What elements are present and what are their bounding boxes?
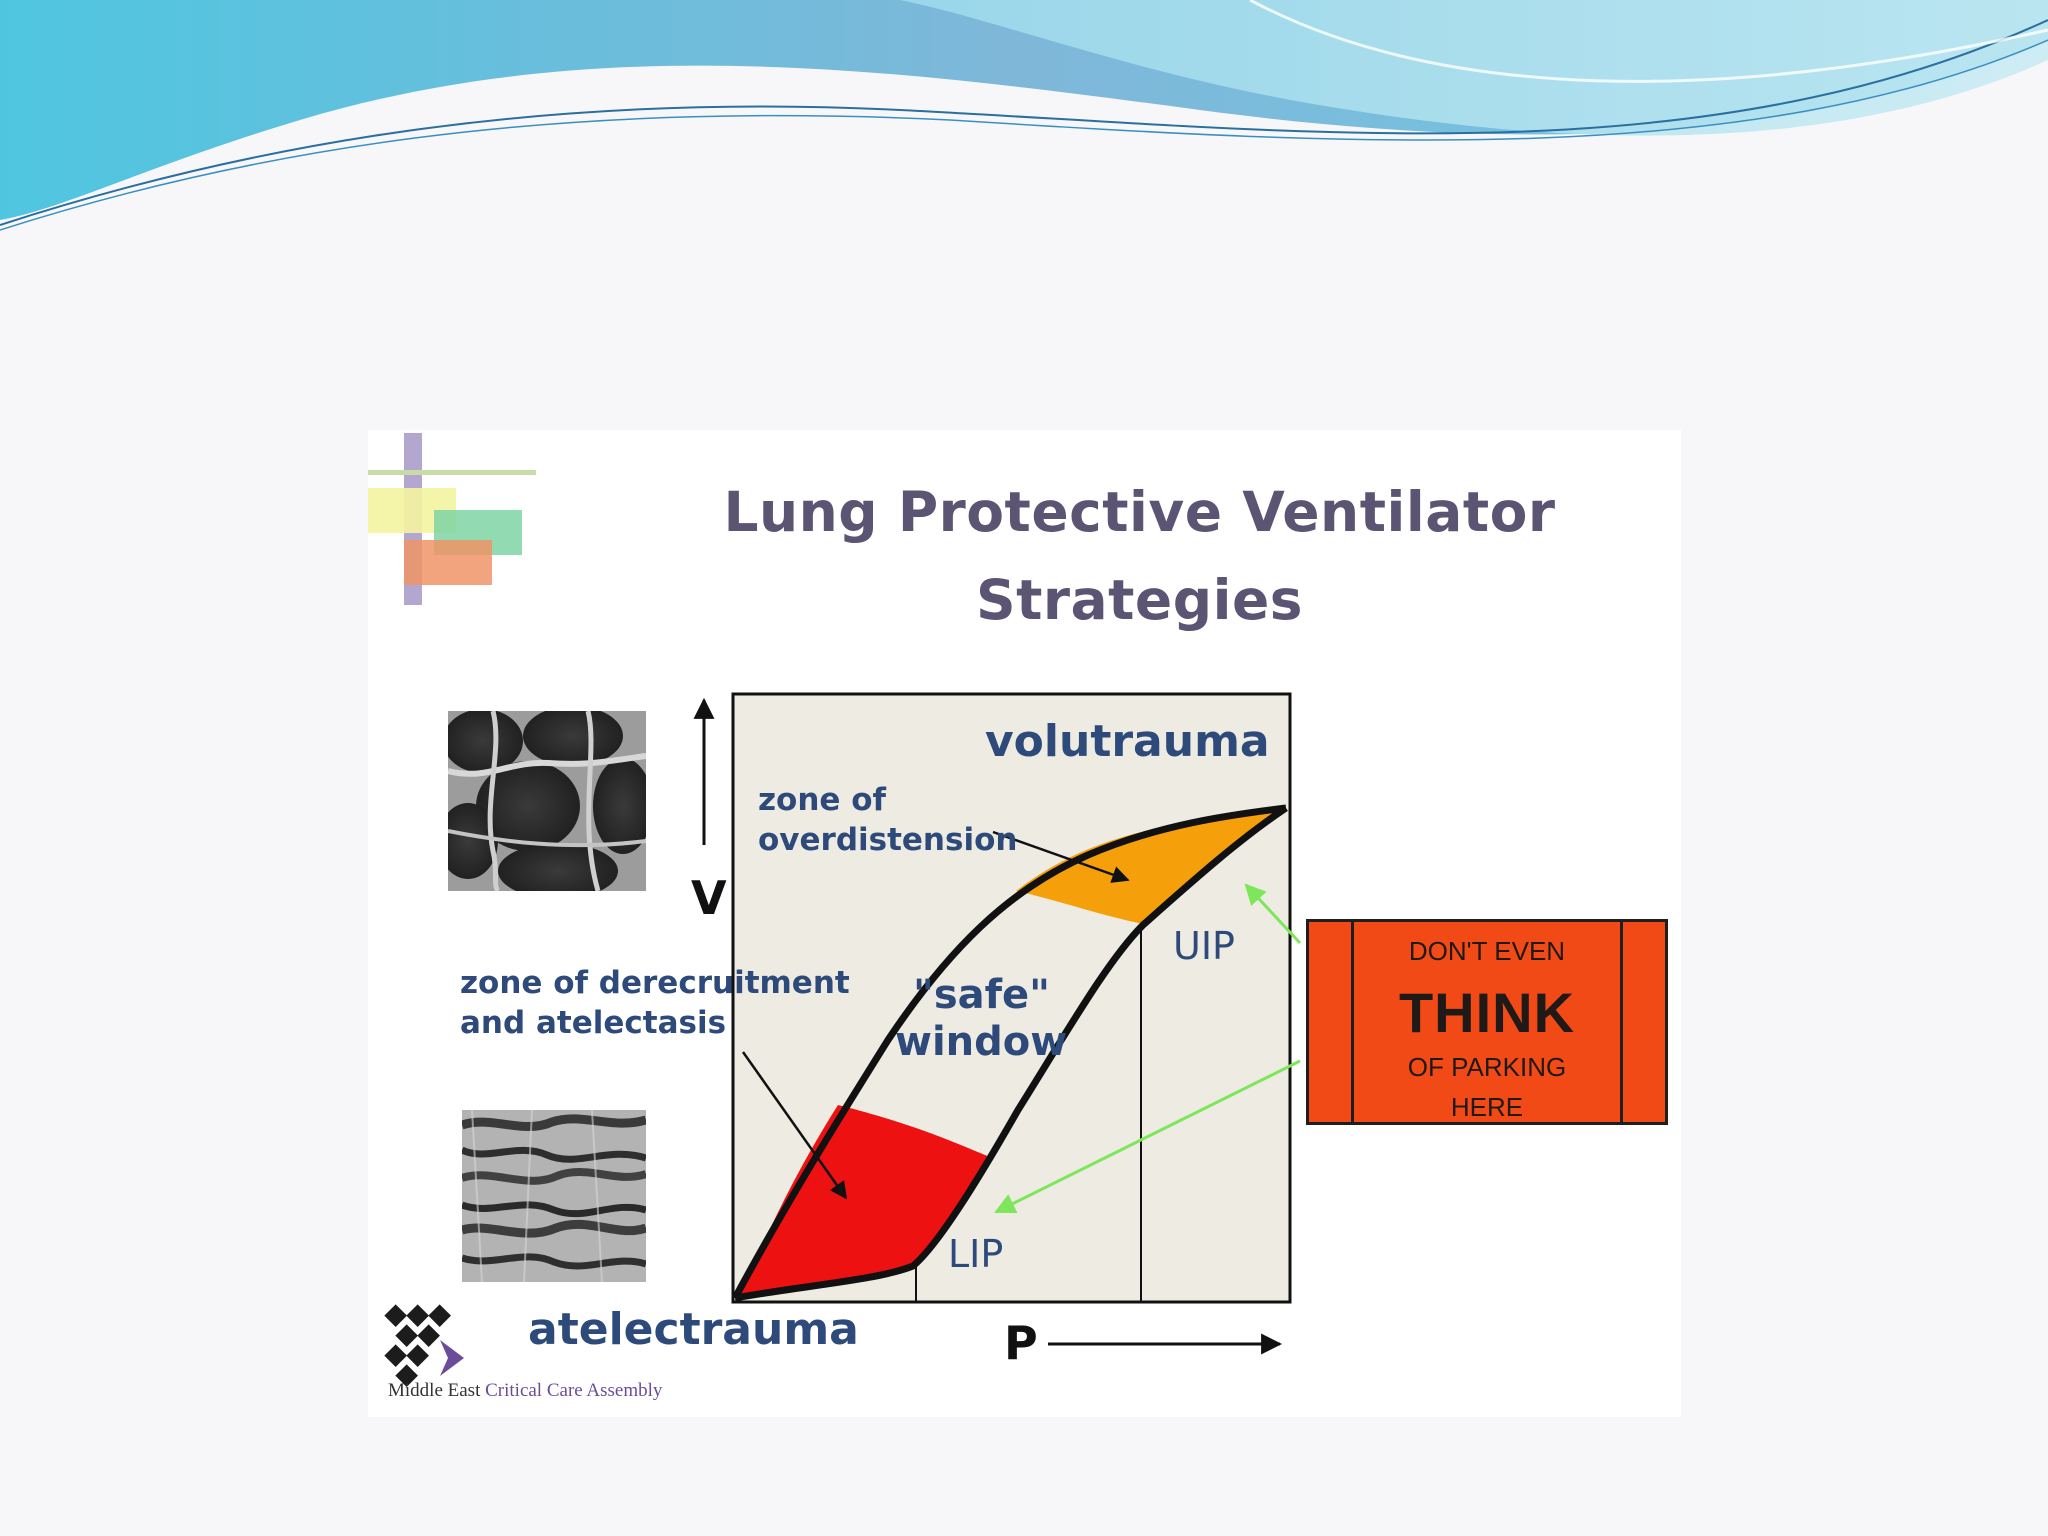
inflation-limb (731, 804, 1287, 1300)
collapsed-alveoli-micrograph (462, 1110, 646, 1282)
no-parking-sign: DON'T EVEN THINK OF PARKING HERE (1306, 919, 1668, 1125)
slide-title-line-2: Strategies (976, 568, 1303, 632)
slide-title-line-1: Lung Protective Ventilator (723, 480, 1556, 544)
derecruitment-pointer-arrow (741, 1051, 848, 1200)
sign-line-4: HERE (1450, 1092, 1524, 1122)
lip-label: LIP (948, 1232, 1004, 1276)
overdistended-alveoli-micrograph (448, 711, 646, 891)
sign-line-1: DON'T EVEN (1408, 936, 1566, 966)
pressure-volume-curve (384, 692, 1302, 1387)
sign-left-bar (1351, 922, 1354, 1122)
derecruitment-label-line-1: zone of derecruitment (460, 965, 850, 1001)
organization-name: Middle East Critical Care Assembly (388, 1380, 662, 1402)
organization-name-part-1: Middle East (388, 1380, 481, 1401)
pressure-axis-label: P (1004, 1316, 1038, 1370)
sign-right-bar (1620, 922, 1623, 1122)
deflation-limb (734, 805, 1288, 1302)
grid-squares-logo (368, 433, 536, 605)
volutrauma-label: volutrauma (985, 716, 1270, 767)
sign-line-3: OF PARKING (1407, 1052, 1567, 1082)
uip-label: UIP (1173, 924, 1235, 968)
sign-arrow-to-lip (994, 1059, 1301, 1214)
atelectrauma-label: atelectrauma (528, 1304, 859, 1355)
overdistension-label-line-1: zone of (758, 782, 887, 818)
overdistension-label-line-2: overdistension (758, 822, 1018, 858)
derecruitment-label-line-2: and atelectasis (460, 1005, 727, 1041)
overdistension-zone (1016, 810, 1282, 925)
overdistension-pointer-arrow (992, 830, 1130, 883)
sign-arrow-to-uip (1244, 883, 1302, 945)
sign-line-2: THINK (1398, 981, 1576, 1044)
organization-name-part-2: Critical Care Assembly (485, 1380, 663, 1401)
diamond-checker-logo (384, 1304, 464, 1387)
diagram-figure: Lung Protective Ventilator Strategies (368, 430, 1681, 1417)
volume-axis-label: V (691, 871, 727, 925)
safe-window-label-line-2: window (895, 1019, 1068, 1065)
wave-header-decoration (0, 0, 2048, 231)
safe-window-label-line-1: "safe" (913, 972, 1051, 1018)
